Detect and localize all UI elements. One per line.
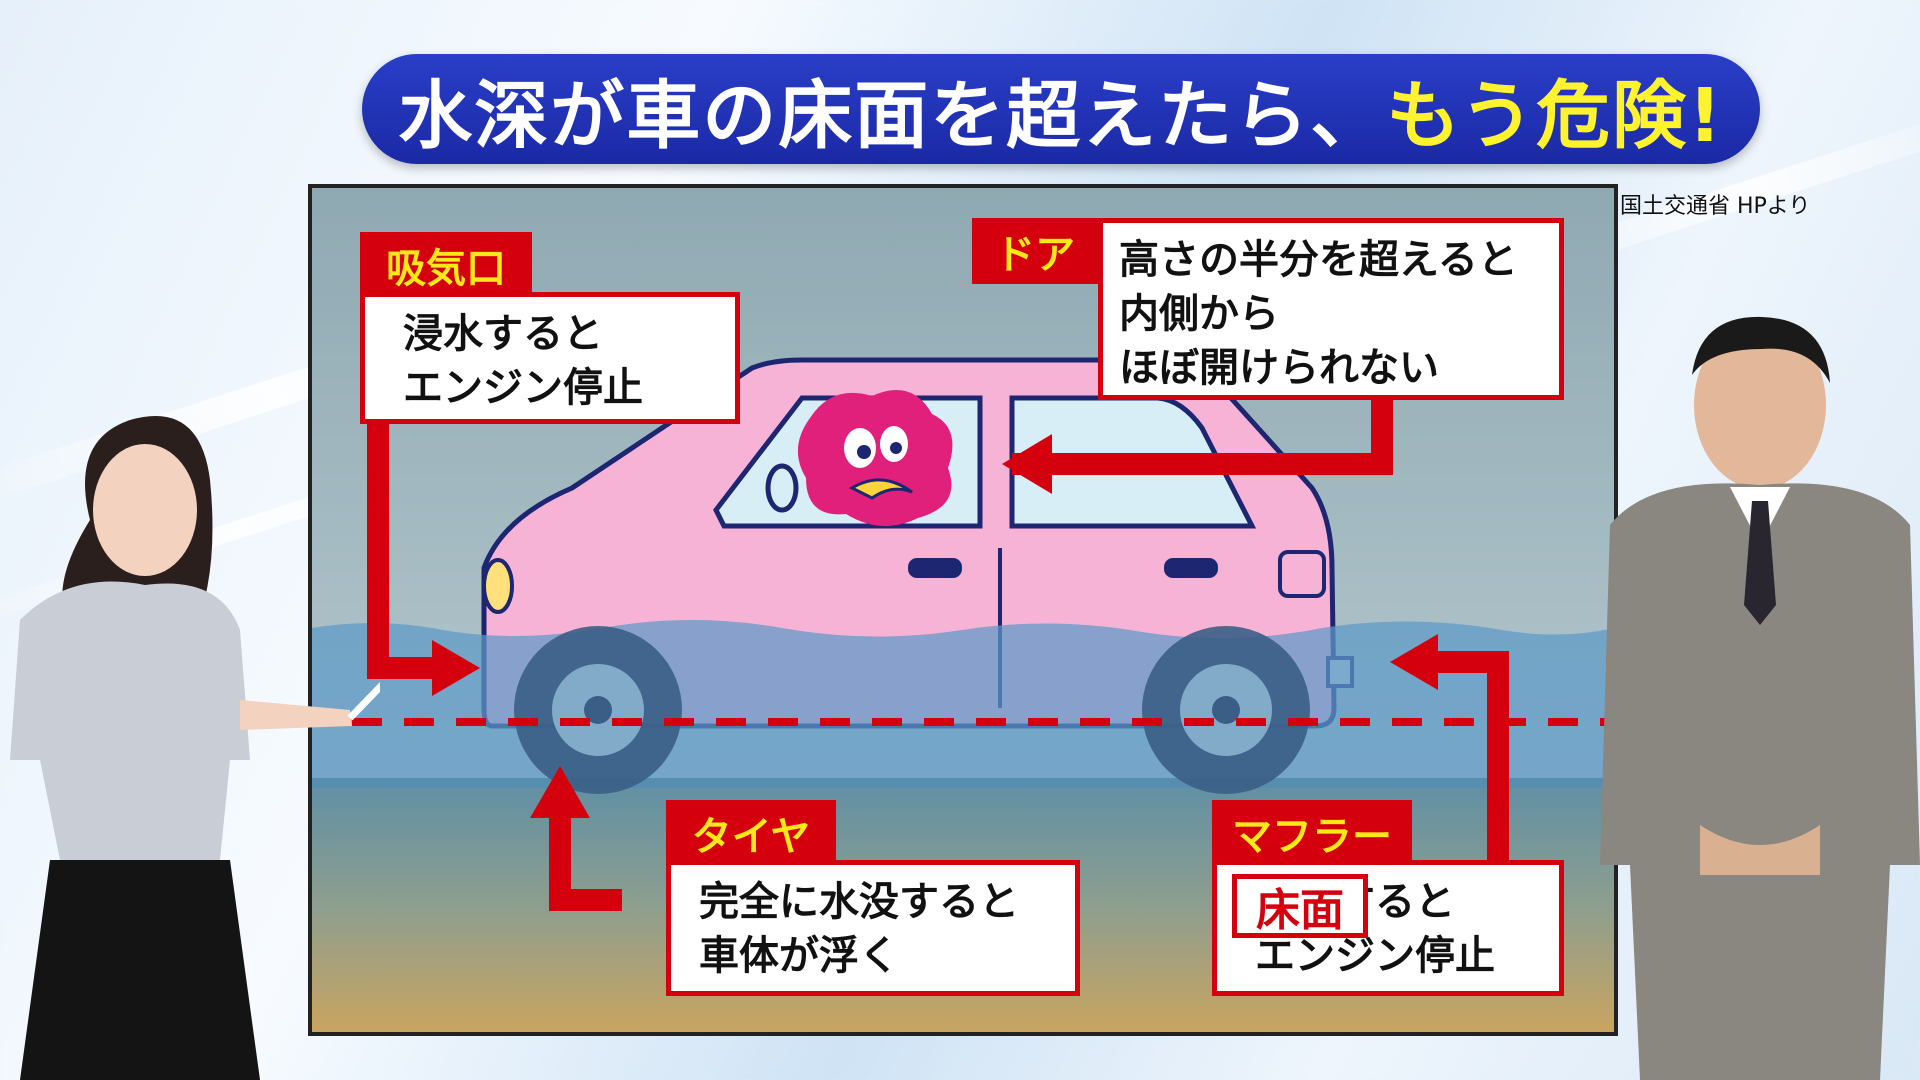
mascot-character xyxy=(797,390,953,527)
title-highlight: もう危険! xyxy=(1386,72,1724,159)
arrow-lines xyxy=(367,384,1509,911)
flood-water xyxy=(312,620,1614,778)
tire-label: タイヤ xyxy=(666,800,836,866)
door-arrow-line xyxy=(1012,384,1393,475)
door-callout-line: 内側から xyxy=(1119,291,1279,337)
rear-door-handle xyxy=(1164,558,1218,578)
presenter-man xyxy=(1600,316,1920,1080)
muffler-label: マフラー xyxy=(1212,800,1412,866)
pointer-stick xyxy=(347,681,380,721)
tire-arrow-head xyxy=(530,766,590,818)
tire-callout-line: 車体が浮く xyxy=(699,933,899,979)
door-label: ドア xyxy=(972,218,1098,284)
tire-callout: 完全に水没すると 車体が浮く xyxy=(666,860,1080,996)
muffler-arrow-line xyxy=(1432,651,1509,866)
water-edge xyxy=(312,778,1614,788)
fuel-cap xyxy=(1278,550,1326,598)
title-banner: 水深が車の床面を超えたら、もう危険! xyxy=(362,54,1760,164)
door-callout-line: 高さの半分を超えると xyxy=(1119,237,1518,283)
car xyxy=(481,357,1354,729)
muffler-arrow-head xyxy=(1390,634,1438,690)
source-credit: 国土交通省 HPより xyxy=(1620,194,1811,219)
intake-callout-line: エンジン停止 xyxy=(403,365,643,411)
presenter-woman xyxy=(10,416,380,1080)
front-door-handle xyxy=(908,558,962,578)
front-wheel xyxy=(514,626,682,794)
door-callout: 高さの半分を超えると 内側から ほぼ開けられない xyxy=(1098,218,1564,400)
intake-arrow-line xyxy=(367,398,432,679)
headlight xyxy=(482,558,514,614)
muffler-callout-line: エンジン停止 xyxy=(1255,933,1495,979)
intake-label: 吸気口 xyxy=(360,232,532,298)
title-main: 水深が車の床面を超えたら、 xyxy=(398,72,1387,159)
intake-callout-line: 浸水すると xyxy=(403,311,603,357)
steering-wheel xyxy=(765,463,799,513)
floor-label: 床面 xyxy=(1232,874,1368,938)
tire-callout-line: 完全に水没すると xyxy=(699,879,1019,925)
door-arrow-head xyxy=(1002,434,1052,494)
tire-arrow-line xyxy=(549,810,622,911)
flood-diagram-panel: 吸気口 浸水すると エンジン停止 ドア 高さの半分を超えると 内側から ほぼ開け… xyxy=(308,184,1618,1036)
door-callout-line: ほぼ開けられない xyxy=(1119,345,1439,391)
intake-callout: 浸水すると エンジン停止 xyxy=(360,292,740,424)
intake-arrow-head xyxy=(432,640,480,696)
rear-wheel xyxy=(1142,626,1310,794)
